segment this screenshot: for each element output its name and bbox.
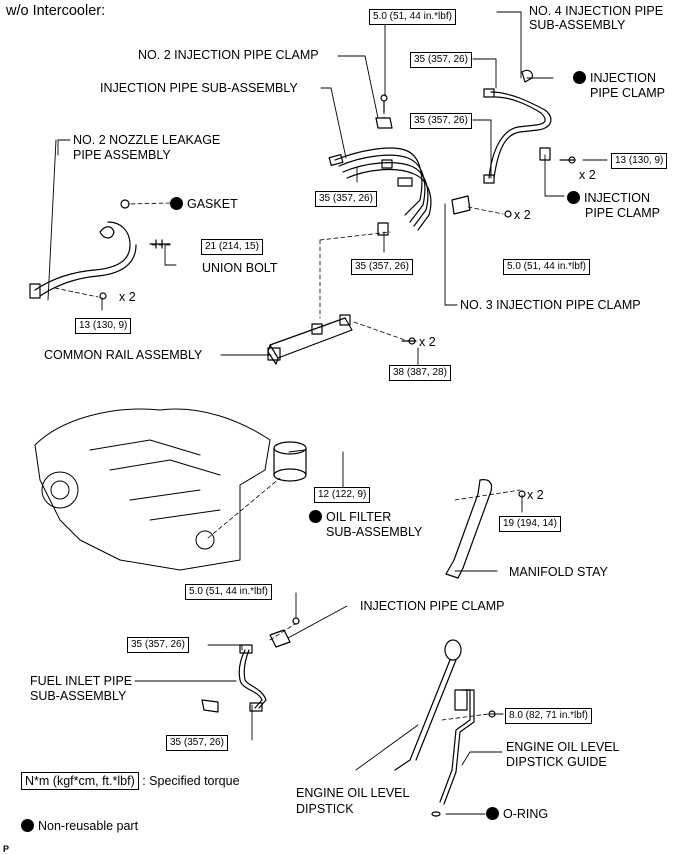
- nonreusable-dot-icon: [567, 191, 580, 204]
- legend-nonreusable: Non-reusable part: [21, 819, 138, 833]
- legend-nonreusable-text: Non-reusable part: [38, 819, 139, 833]
- label-union-bolt: UNION BOLT: [202, 261, 278, 275]
- leader-lines: [47, 11, 608, 815]
- nozzle-leakage-pipe-drawing: [29, 199, 171, 300]
- torque-oil-filter: 12 (122, 9): [314, 487, 371, 503]
- qty-manifold-stay-bolts: x 2: [527, 488, 544, 502]
- nonreusable-dot-icon: [486, 807, 499, 820]
- torque-injection-bottom: 35 (357, 26): [351, 259, 413, 275]
- no4-injection-pipe-drawing: [483, 69, 576, 184]
- label-gasket: GASKET: [170, 197, 238, 211]
- label-injection-pipe-clamp-a-line2: PIPE CLAMP: [590, 86, 666, 100]
- legend-torque-text: : Specified torque: [142, 774, 240, 788]
- torque-common-rail: 38 (387, 28): [389, 365, 451, 381]
- label-no2-nozzle-leakage-pipe-line2: PIPE ASSEMBLY: [73, 148, 171, 162]
- label-dipstick-guide-line2: DIPSTICK GUIDE: [506, 755, 607, 769]
- label-no3-injection-pipe-clamp: NO. 3 INJECTION PIPE CLAMP: [460, 298, 641, 312]
- label-injection-pipe-clamp-a: INJECTION: [573, 71, 656, 85]
- label-injection-pipe-subassembly: INJECTION PIPE SUB-ASSEMBLY: [100, 81, 298, 95]
- label-injection-pipe-clamp-b: INJECTION: [567, 191, 650, 205]
- label-no2-injection-pipe-clamp: NO. 2 INJECTION PIPE CLAMP: [138, 48, 319, 62]
- footer-mark: P: [3, 844, 10, 854]
- torque-manifold-stay: 19 (194, 14): [499, 516, 561, 532]
- qty-common-rail-bolts: x 2: [419, 335, 436, 349]
- nonreusable-dot-icon: [21, 819, 34, 832]
- torque-no3-clamp: 5.0 (51, 44 in.*lbf): [503, 259, 590, 275]
- injection-pipe-subassembly-drawing: [328, 147, 432, 236]
- torque-nozzle: 13 (130, 9): [75, 318, 132, 334]
- torque-fuel-lower: 35 (357, 26): [166, 735, 228, 751]
- dipstick-drawing: [394, 639, 496, 817]
- label-dipstick-line2: DIPSTICK: [296, 802, 354, 816]
- torque-no4-upper: 35 (357, 26): [410, 52, 472, 68]
- torque-fuel-upper: 35 (357, 26): [127, 637, 189, 653]
- label-dipstick: ENGINE OIL LEVEL: [296, 786, 410, 800]
- no3-injection-pipe-clamp-drawing: [451, 195, 512, 218]
- label-o-ring: O-RING: [486, 807, 548, 821]
- torque-fuel-clamp: 5.0 (51, 44 in.*lbf): [185, 584, 272, 600]
- nonreusable-dot-icon: [573, 71, 586, 84]
- torque-no4-lower: 35 (357, 26): [410, 113, 472, 129]
- legend-torque-box: N*m (kgf*cm, ft.*lbf): [21, 772, 139, 790]
- label-fuel-inlet-pipe: FUEL INLET PIPE: [30, 674, 133, 688]
- alignment-lines: [54, 102, 521, 721]
- label-injection-pipe-clamp-b-line2: PIPE CLAMP: [585, 206, 661, 220]
- no2-injection-pipe-clamp-drawing: [375, 94, 393, 129]
- label-oil-filter-subassembly: OIL FILTER: [309, 510, 391, 524]
- torque-dipstick-guide: 8.0 (82, 71 in.*lbf): [505, 708, 592, 724]
- label-fuel-inlet-pipe-line2: SUB-ASSEMBLY: [30, 689, 127, 703]
- label-oil-filter-subassembly-line2: SUB-ASSEMBLY: [326, 525, 423, 539]
- nonreusable-dot-icon: [170, 197, 183, 210]
- torque-clamp-a: 13 (130, 9): [611, 153, 668, 169]
- qty-clamp-no3-bolts: x 2: [514, 208, 531, 222]
- page-title: w/o Intercooler:: [6, 3, 106, 19]
- common-rail-drawing: [267, 314, 417, 365]
- qty-nozzle-bolts: x 2: [119, 290, 136, 304]
- torque-union-bolt: 21 (214, 15): [201, 239, 263, 255]
- qty-clamp-a-bolts: x 2: [579, 168, 596, 182]
- label-no4-injection-pipe: NO. 4 INJECTION PIPE: [529, 4, 664, 18]
- fuel-inlet-pipe-drawing: [201, 617, 300, 713]
- torque-no2-clamp: 5.0 (51, 44 in.*lbf): [369, 9, 456, 25]
- manifold-stay-drawing: [445, 479, 526, 579]
- engine-block-drawing: [34, 408, 271, 571]
- torque-injection-left: 35 (357, 26): [315, 191, 377, 207]
- label-manifold-stay: MANIFOLD STAY: [509, 565, 608, 579]
- legend-specified-torque: N*m (kgf*cm, ft.*lbf) : Specified torque: [21, 772, 240, 790]
- oil-filter-drawing: [273, 441, 307, 482]
- label-common-rail-assembly: COMMON RAIL ASSEMBLY: [44, 348, 203, 362]
- label-no4-injection-pipe-line2: SUB-ASSEMBLY: [529, 18, 626, 32]
- nonreusable-dot-icon: [309, 510, 322, 523]
- label-no2-nozzle-leakage-pipe: NO. 2 NOZZLE LEAKAGE: [73, 133, 221, 147]
- label-injection-pipe-clamp-c: INJECTION PIPE CLAMP: [360, 599, 505, 613]
- label-dipstick-guide: ENGINE OIL LEVEL: [506, 740, 620, 754]
